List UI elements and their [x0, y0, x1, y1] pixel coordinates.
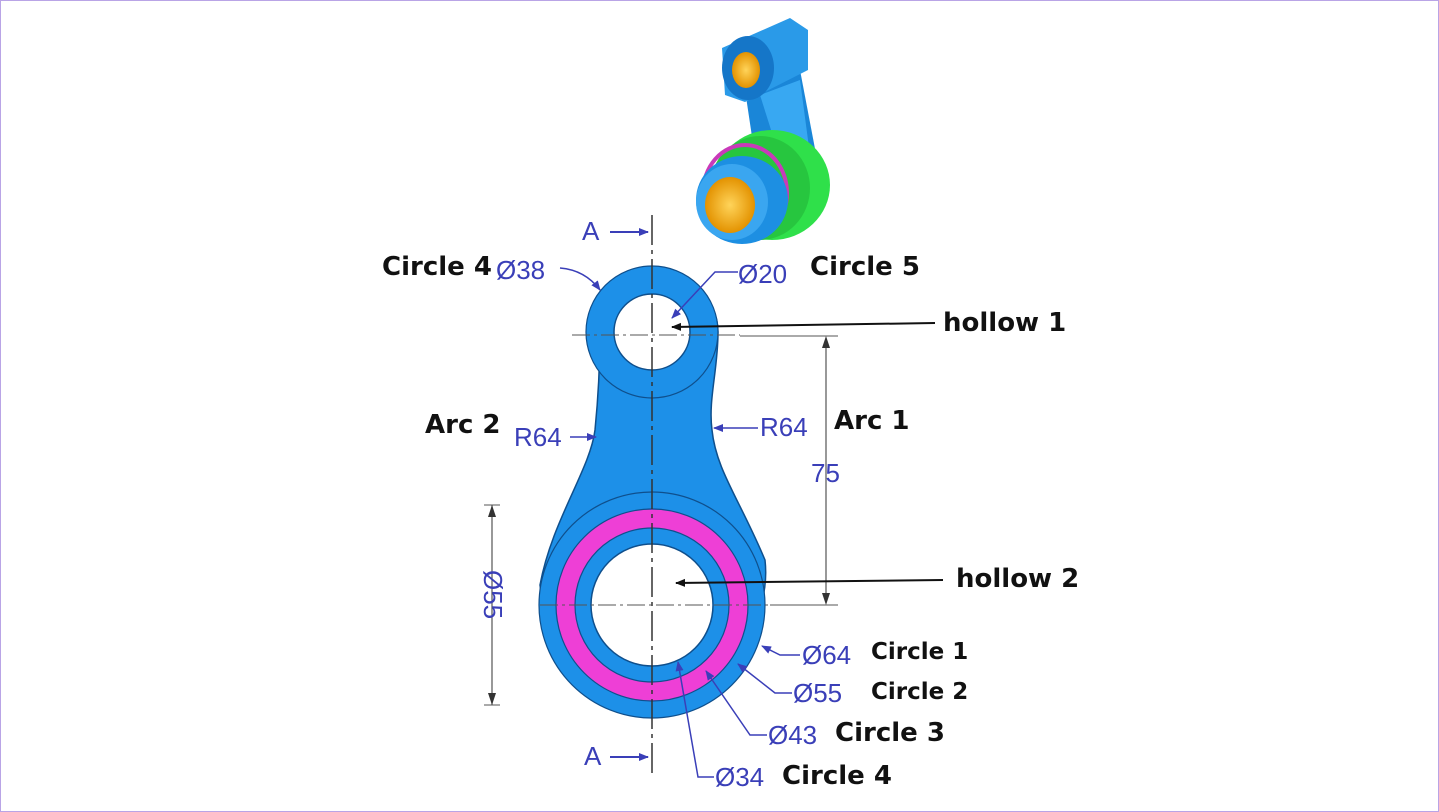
dim-d20: Ø20 — [738, 259, 787, 289]
dim-d43: Ø43 — [768, 720, 817, 750]
label-circle4-bottom: Circle 4 — [782, 761, 892, 791]
annotation-arrows — [671, 322, 944, 587]
section-mark-top: A — [582, 216, 600, 246]
isometric-view — [696, 18, 830, 244]
label-circle3: Circle 3 — [835, 718, 945, 748]
section-marks: A A — [582, 216, 649, 771]
dim-r64-left: R64 — [514, 422, 562, 452]
label-circle2: Circle 2 — [871, 679, 969, 705]
label-circle4-top: Circle 4 — [382, 252, 492, 282]
label-arc1: Arc 1 — [834, 406, 910, 436]
section-mark-bottom: A — [584, 741, 602, 771]
dim-len75: 75 — [811, 458, 840, 488]
dimensions: Ø38 Ø20 R64 R64 75 Ø55 Ø64 Ø55 Ø43 — [478, 255, 851, 792]
label-hollow1: hollow 1 — [943, 308, 1067, 338]
dim-d38: Ø38 — [496, 255, 545, 285]
label-circle5: Circle 5 — [810, 252, 920, 282]
connecting-rod-front-view — [538, 215, 770, 775]
label-hollow2: hollow 2 — [956, 564, 1080, 594]
dim-side-vertical: Ø55 — [478, 570, 508, 619]
label-circle1: Circle 1 — [871, 639, 969, 665]
dim-r64-right: R64 — [760, 412, 808, 442]
dim-d55: Ø55 — [793, 678, 842, 708]
dim-d34: Ø34 — [715, 762, 764, 792]
dim-d64: Ø64 — [802, 640, 851, 670]
label-arc2: Arc 2 — [425, 410, 501, 440]
